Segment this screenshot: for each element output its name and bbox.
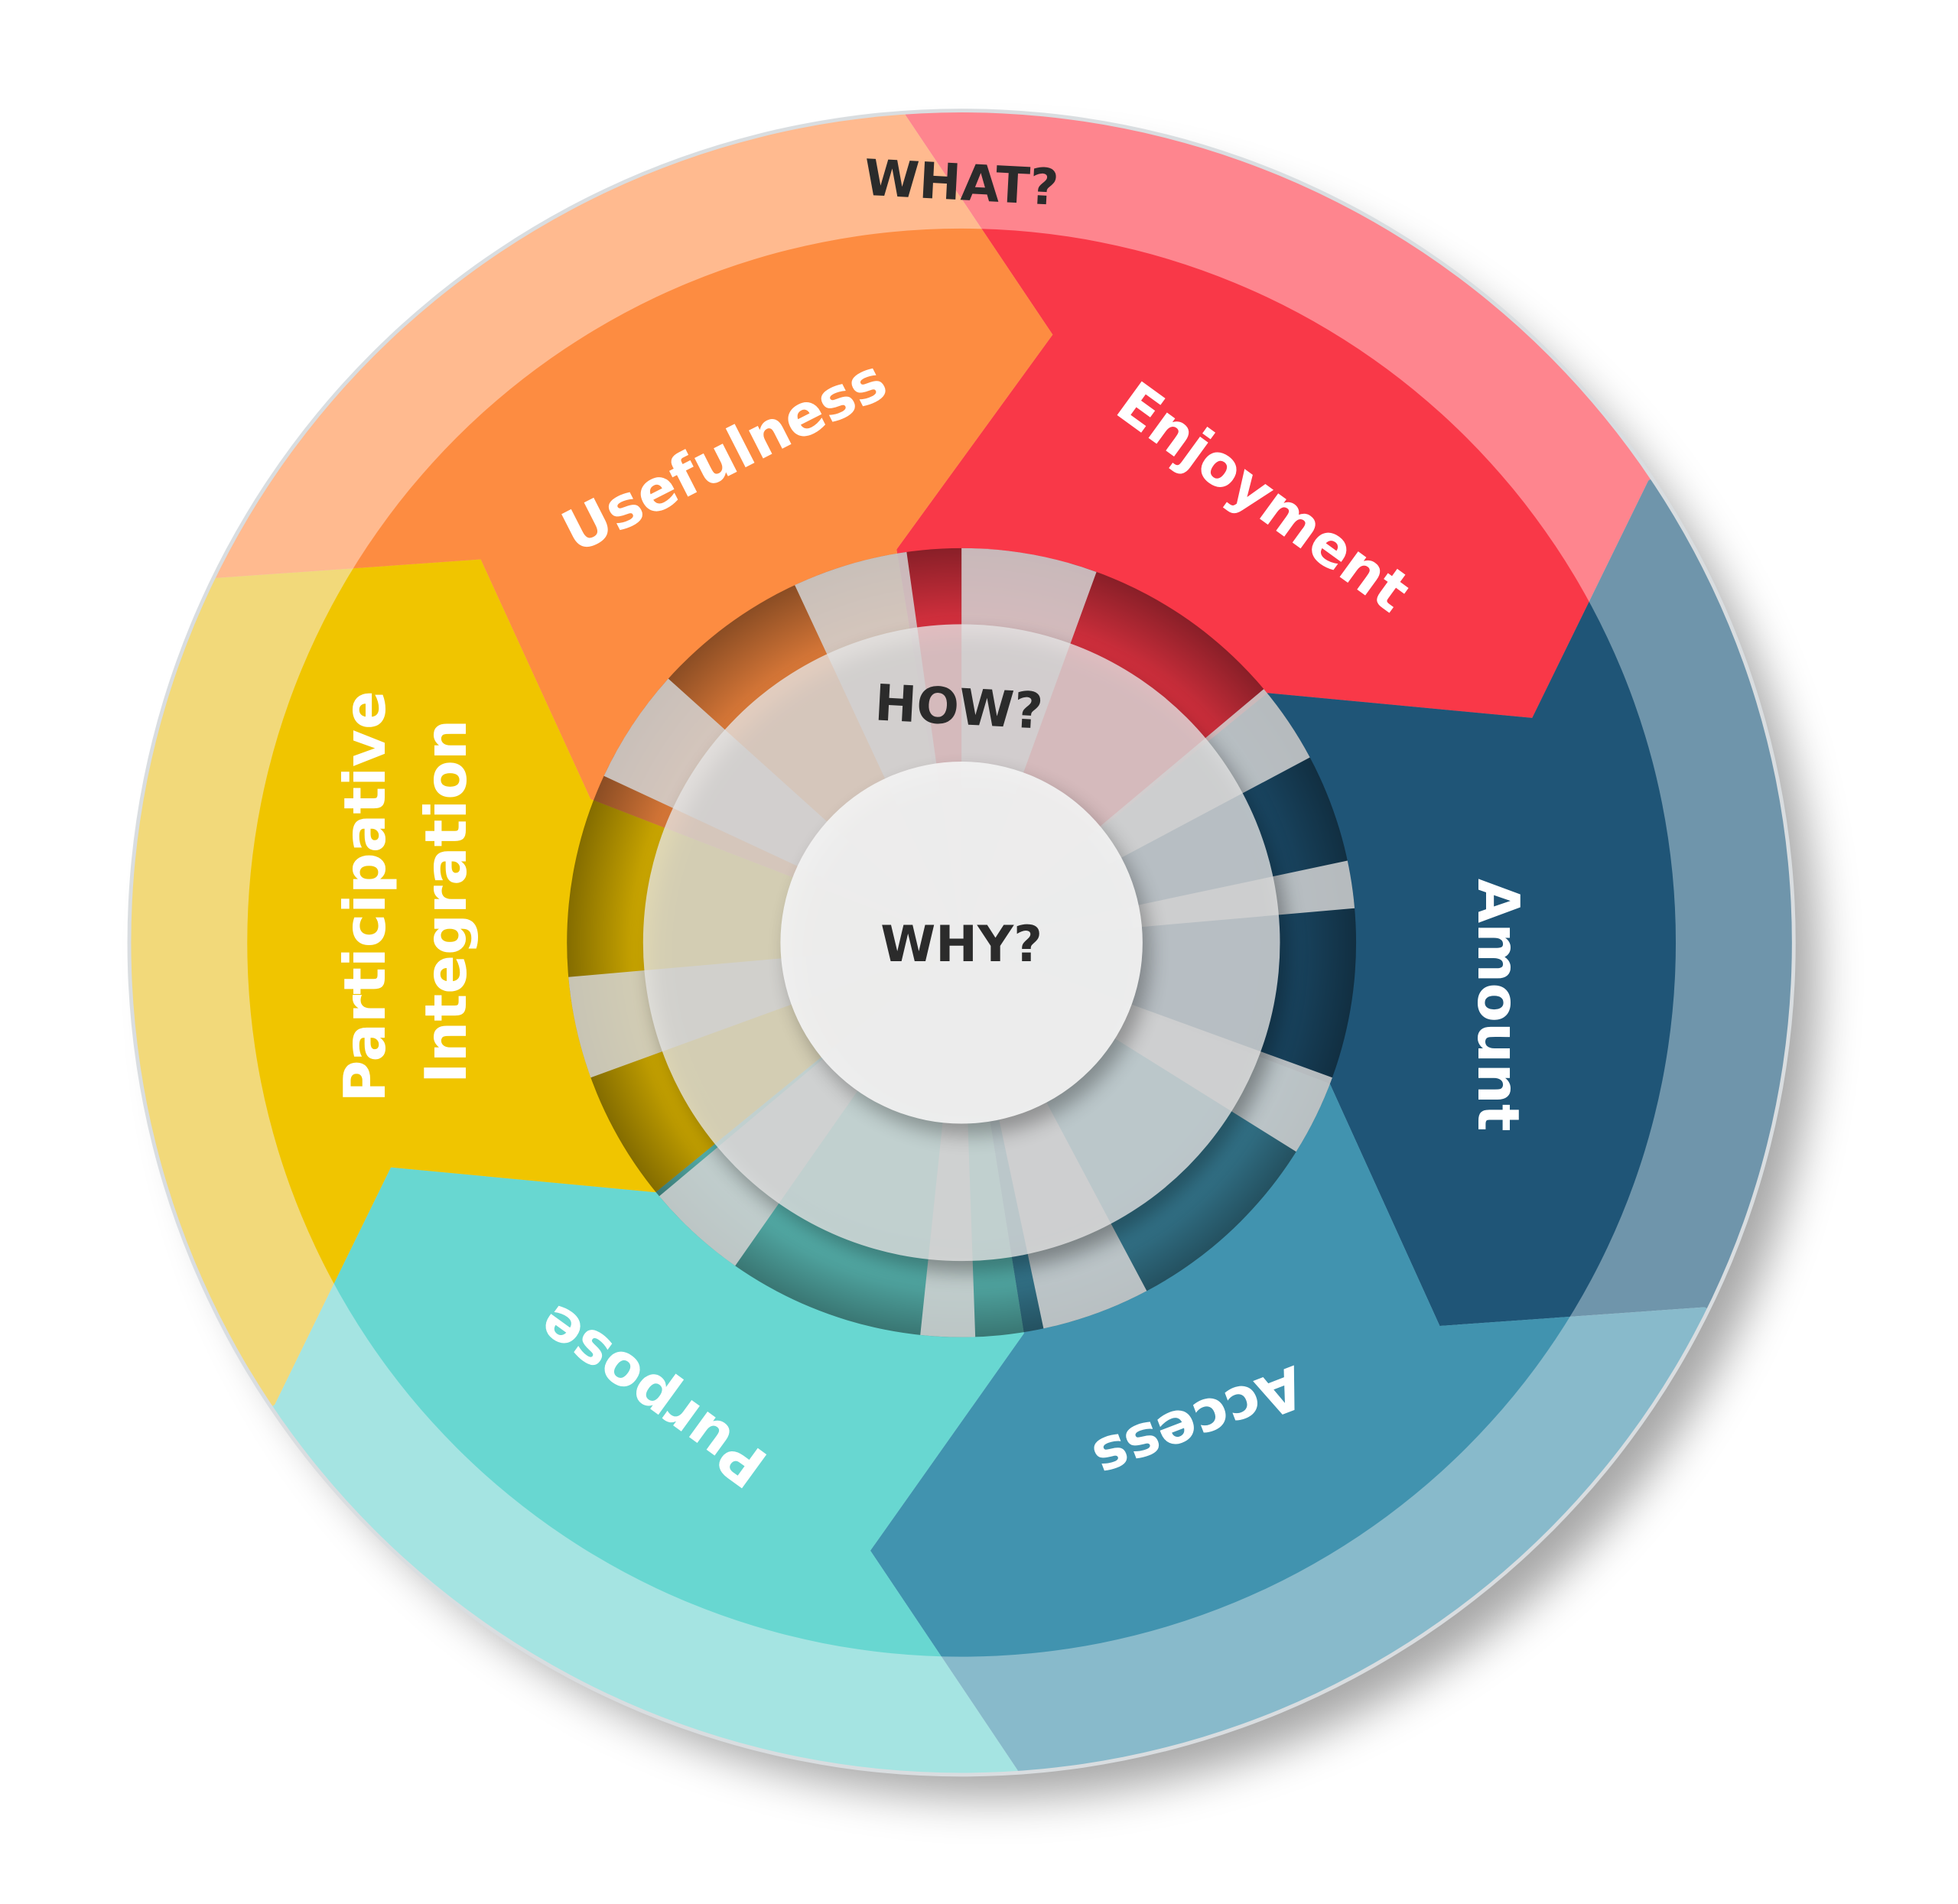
segment-integration xyxy=(247,559,962,1424)
label-integration: Integration xyxy=(412,720,480,1084)
how-label: HOW? xyxy=(873,674,1045,740)
label-amount: Amount xyxy=(1465,879,1532,1132)
segment-amount xyxy=(961,462,1677,1326)
what-label: WHAT? xyxy=(863,149,1060,217)
hub xyxy=(567,547,1357,1337)
label-participative: Participative xyxy=(331,690,398,1103)
why-circle xyxy=(780,762,1143,1124)
why-label: WHY? xyxy=(880,915,1042,973)
